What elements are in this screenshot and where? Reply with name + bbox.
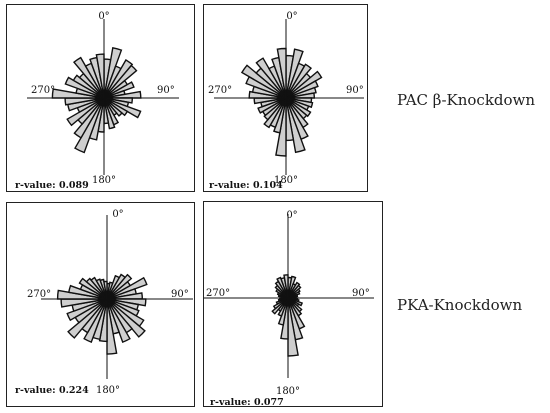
r-value-label: r-value: 0.104	[209, 180, 283, 191]
rose-wedge-320deg	[90, 276, 108, 300]
rose-wedge-240deg	[257, 97, 287, 114]
rose-wedge-330deg	[276, 276, 289, 299]
angle-label-270: 270°	[206, 288, 230, 299]
angle-label-90: 90°	[157, 85, 175, 96]
rose-wedge-60deg	[285, 80, 319, 99]
rose-wedge-130deg	[106, 298, 146, 338]
rose-wedge-70deg	[285, 86, 317, 99]
polar-panel-1: 0° 90° 180° 270° r-value: 0.089	[6, 4, 195, 192]
rose-wedge-320deg	[73, 56, 105, 99]
rose-wedge-60deg	[106, 276, 148, 300]
angle-label-0: 0°	[286, 11, 297, 22]
angle-label-90: 90°	[346, 85, 364, 96]
polar-panel-4: 0° 90° 180° 270° r-value: 0.077	[203, 201, 383, 408]
rose-wedge-340deg	[99, 278, 108, 300]
rose-wedge-210deg	[73, 97, 105, 139]
rose-wedge-300deg	[240, 64, 287, 99]
rose-wedge-330deg	[95, 278, 108, 300]
rose-wedge-150deg	[106, 298, 131, 344]
rose-wedge-240deg	[66, 298, 108, 322]
angle-label-0: 0°	[112, 209, 123, 220]
rose-wedge-160deg	[285, 97, 306, 154]
angle-label-180: 180°	[92, 175, 116, 186]
rose-wedge-30deg	[103, 59, 134, 99]
rose-wedge-50deg	[285, 70, 323, 99]
row-label-pac-beta-knockdown: PAC β-Knockdown	[397, 91, 536, 109]
polar-chart-2: 0° 90° 180° 270° r-value: 0.104	[208, 11, 364, 191]
angle-label-90: 90°	[171, 289, 189, 300]
r-value-label: r-value: 0.077	[210, 397, 284, 408]
angle-label-180: 180°	[276, 386, 300, 397]
angle-label-270: 270°	[31, 85, 55, 96]
rose-wedge-40deg	[103, 64, 138, 99]
angle-label-270: 270°	[27, 289, 51, 300]
polar-panel-3: 0° 90° 180° 270° r-value: 0.224	[6, 202, 195, 407]
r-value-label: r-value: 0.224	[15, 385, 89, 396]
rose-wedge-60deg	[103, 81, 135, 99]
rose-wedges	[56, 273, 148, 355]
polar-chart-1: 0° 90° 180° 270° r-value: 0.089	[15, 11, 179, 191]
angle-label-90: 90°	[352, 288, 370, 299]
rose-wedge-230deg	[66, 97, 105, 127]
polar-chart-3: 0° 90° 180° 270° r-value: 0.224	[15, 209, 193, 396]
rose-wedge-220deg	[67, 298, 108, 339]
angle-label-180: 180°	[96, 385, 120, 396]
rose-wedges	[240, 47, 323, 157]
angle-label-0: 0°	[286, 210, 297, 221]
row-label-pka-knockdown: PKA-Knockdown	[397, 296, 523, 314]
polar-panel-2: 0° 90° 180° 270° r-value: 0.104	[203, 4, 368, 192]
angle-label-270: 270°	[208, 85, 232, 96]
angle-label-0: 0°	[98, 11, 109, 22]
rose-wedge-40deg	[106, 273, 133, 300]
angle-label-180: 180°	[274, 175, 298, 186]
rose-wedges	[51, 46, 142, 154]
rose-wedge-320deg	[255, 57, 287, 99]
rose-wedge-160deg	[103, 97, 116, 130]
polar-chart-4: 0° 90° 180° 270° r-value: 0.077	[204, 210, 374, 408]
r-value-label: r-value: 0.089	[15, 180, 89, 191]
